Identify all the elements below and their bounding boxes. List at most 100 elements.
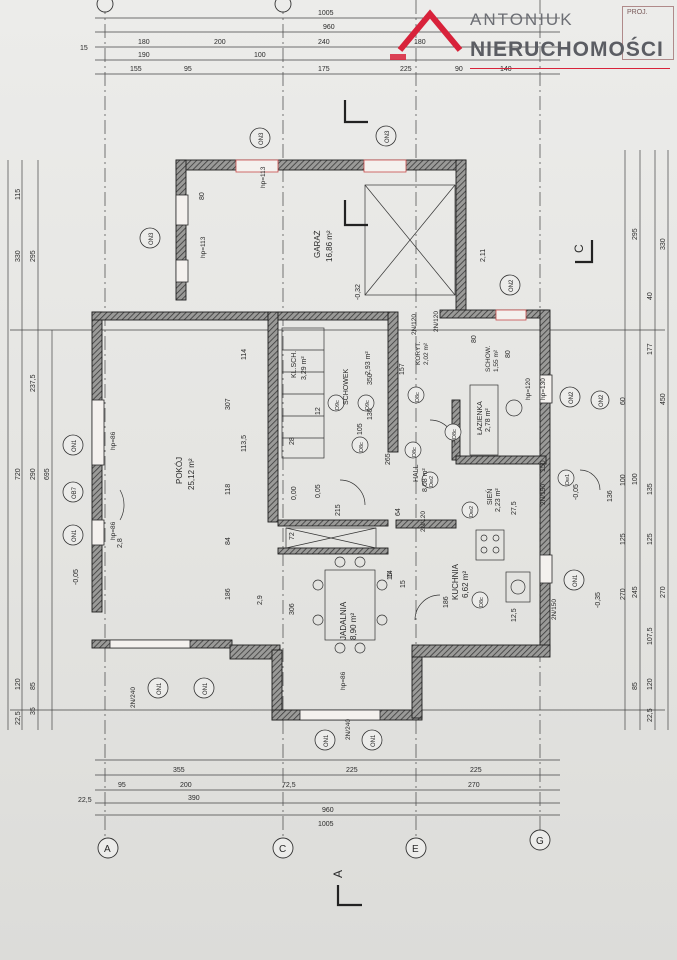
dim-left-8: 85: [30, 682, 37, 690]
inner-dim-33: 27,5: [511, 501, 518, 515]
window-tag-4: ON1: [72, 439, 78, 452]
dim-left-3: 720: [15, 468, 22, 480]
window-tag-2: ON3: [149, 232, 155, 245]
inner-dim-17: 80: [471, 335, 478, 343]
window-tag-5: OB7: [72, 486, 78, 499]
dim-bottom-1: 225: [346, 767, 358, 774]
inner-dim-25: 350: [367, 373, 374, 385]
dim-right-6: 135: [647, 483, 654, 495]
dim-right-9: 270: [660, 586, 667, 598]
dim-bottom-8: 22,5: [78, 797, 92, 804]
door-tag-7: Dw2: [469, 506, 475, 517]
dim-right-5: 100: [632, 473, 639, 485]
door-tag-5: Dw2: [429, 476, 435, 487]
note-hp-1: hp=86: [110, 431, 117, 450]
dim-right-3: 40: [647, 292, 654, 300]
note-level-3: -0,05: [573, 484, 580, 500]
room-area-living: 25,12 m²: [187, 458, 196, 490]
note-level-2: -0,05: [73, 569, 80, 585]
inner-dim-28: 2,11: [480, 249, 487, 262]
room-area-vestibule: 2,23 m²: [495, 488, 502, 512]
note-hp-4: hp=113: [200, 236, 207, 258]
inner-dim-11: 265: [385, 453, 392, 465]
inner-dim-5: 186: [225, 588, 232, 600]
inner-dim-8: 72: [289, 532, 296, 540]
note-hp-2: hp=86: [110, 521, 117, 540]
window-tag-1: ON3: [385, 130, 391, 143]
note-hp-5: hp=113: [260, 166, 267, 188]
dim-left-1: 115: [15, 189, 22, 200]
dim-right-12: 120: [647, 678, 654, 690]
dim-right-13: 22,5: [647, 708, 654, 722]
axis-bubbles: [96, 0, 551, 859]
note-ws-2: 2N/150: [540, 484, 547, 505]
door-tag-8: D8c: [479, 597, 485, 607]
stamp-label: PROJ.: [627, 9, 648, 16]
inner-dim-24: 270: [620, 588, 627, 600]
note-ws-5: 2N/240: [345, 719, 352, 740]
project-stamp: PROJ.: [622, 6, 674, 60]
inner-dim-35: 12,5: [511, 608, 518, 622]
dim-left-9: 35: [30, 707, 37, 715]
inner-dim-18: 60: [620, 397, 627, 405]
dim-top-11: 15: [80, 45, 88, 52]
dim-top-12: 95: [184, 66, 192, 73]
section-label-a: A: [331, 870, 345, 878]
inner-dim-20: 136: [607, 490, 614, 502]
brand-line-2: NIERUCHOMOŚCI: [470, 38, 664, 61]
inner-dim-34: 15: [400, 580, 407, 588]
dim-left-7: 120: [15, 678, 22, 690]
dim-bottom-10: 1005: [318, 821, 334, 828]
room-area-closet: 1,55 m²: [493, 349, 500, 372]
window-tag-9: ON1: [324, 734, 330, 747]
room-area-corridor: 2,02 m²: [423, 342, 430, 365]
dim-bottom-6: 390: [188, 795, 200, 802]
room-name-hall: HALL: [413, 464, 420, 482]
room-name-dining: JADALNIA: [339, 601, 348, 640]
dim-bottom-4: 95: [118, 782, 126, 789]
inner-dim-14: 150: [540, 460, 547, 472]
note-hp-3: hp=86: [340, 671, 347, 690]
window-tag-3: ON2: [509, 279, 515, 292]
section-label-c: C: [572, 244, 586, 253]
inner-dim-13: 105: [357, 423, 364, 435]
inner-dim-7: 306: [289, 603, 296, 615]
door-tag-9: D8c: [415, 392, 421, 402]
dim-top-9: 175: [318, 66, 330, 73]
dim-bottom-2: 225: [470, 767, 482, 774]
dim-left-6: 695: [44, 468, 51, 480]
room-area-bath: 2,78 m²: [485, 408, 492, 432]
door-tag-4: D8c: [412, 447, 418, 457]
dim-top-6: 200: [214, 39, 226, 46]
dim-top-7: 155: [130, 66, 142, 73]
note-level-4: -0,35: [595, 592, 602, 608]
dim-left-4: 237,5: [30, 374, 37, 392]
dim-top-5: 190: [138, 52, 150, 59]
dim-top-3: 240: [318, 39, 330, 46]
axis-label-g: G: [536, 836, 544, 847]
dim-right-1: 330: [660, 238, 667, 250]
window-tag-12: ON2: [569, 391, 575, 404]
note-ws-7: 2N/120: [420, 511, 427, 532]
axis-label-a: A: [104, 844, 111, 855]
inner-dim-4: 84: [225, 537, 232, 545]
inner-dim-29: 2,8: [117, 538, 124, 548]
room-area-kitchen: 6,62 m²: [461, 571, 470, 598]
dim-right-8: 245: [632, 586, 639, 598]
note-level-1: -0,32: [355, 284, 362, 300]
dim-bottom-3: 72,5: [282, 782, 296, 789]
window-tag-7: ON1: [157, 682, 163, 695]
inner-dim-30: 0,05: [315, 484, 322, 498]
section-markers: [336, 100, 594, 907]
door-tag-0: D9c: [365, 400, 371, 410]
brand-underline: [470, 68, 670, 69]
room-area-dining: 8,90 m²: [349, 613, 358, 640]
door-tag-1: D9c: [335, 400, 341, 410]
inner-dim-27: 80: [505, 350, 512, 358]
inner-dim-23: 186: [443, 596, 450, 608]
dim-right-11: 85: [632, 682, 639, 690]
inner-dim-22: 125: [620, 533, 627, 545]
dim-bottom-5: 200: [180, 782, 192, 789]
inner-dim-12: 28: [289, 437, 296, 445]
